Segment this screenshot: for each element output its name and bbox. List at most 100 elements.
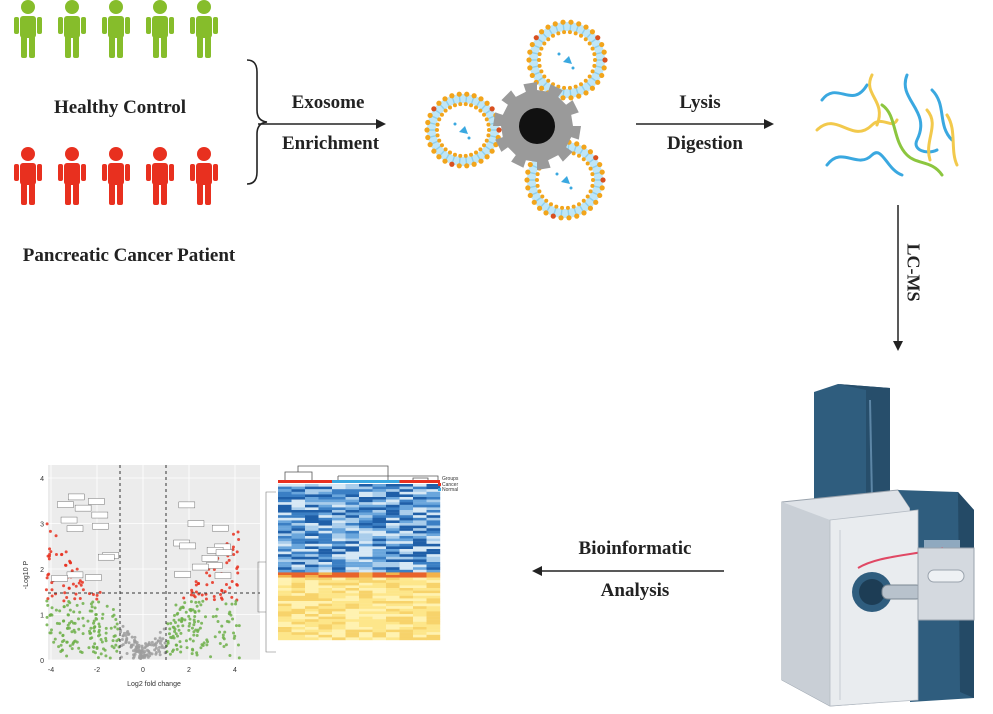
heatmap-cell: [386, 569, 400, 573]
heatmap-cell: [399, 489, 414, 492]
heatmap-cell: [413, 580, 427, 583]
heatmap-cell: [291, 585, 306, 589]
heatmap-cell: [413, 595, 427, 599]
heatmap-cell: [426, 541, 441, 544]
heatmap-cell: [399, 515, 414, 518]
heatmap-cell: [318, 629, 333, 633]
volcano-point: [175, 643, 179, 647]
heatmap-cell: [305, 512, 319, 516]
volcano-point: [216, 619, 220, 623]
volcano-point: [222, 644, 226, 648]
heatmap-cell: [413, 606, 427, 609]
heatmap-cell: [305, 489, 319, 492]
heatmap-cell: [413, 517, 427, 521]
volcano-label-box: [179, 542, 196, 550]
volcano-point: [105, 604, 109, 608]
heatmap-cell: [399, 572, 414, 576]
heatmap-cell: [345, 624, 360, 628]
heatmap-cell: [359, 606, 373, 609]
heatmap-cell: [278, 621, 292, 625]
heatmap-cell: [332, 575, 346, 578]
volcano-point: [192, 623, 196, 627]
heatmap-cell: [318, 504, 333, 508]
heatmap-cell: [372, 632, 387, 635]
volcano-point: [89, 626, 93, 630]
volcano-point: [158, 636, 162, 640]
heatmap-cell: [345, 627, 360, 630]
heatmap-cell: [386, 616, 400, 620]
volcano-point: [58, 631, 62, 635]
heatmap-cell: [305, 523, 319, 526]
volcano-point: [212, 598, 216, 602]
volcano-point: [237, 537, 241, 541]
heatmap-group-bar: [372, 480, 386, 483]
heatmap-cell: [318, 627, 333, 630]
heatmap-cell: [386, 499, 400, 503]
volcano-point: [188, 637, 192, 641]
volcano-point: [122, 631, 126, 635]
heatmap-cell: [372, 486, 387, 490]
heatmap-cell: [305, 528, 319, 531]
heatmap-cell: [372, 530, 387, 534]
heatmap-cell: [318, 484, 333, 487]
volcano-point: [154, 643, 158, 647]
heatmap-cell: [413, 515, 427, 518]
heatmap-cell: [318, 507, 333, 511]
heatmap-cell: [305, 507, 319, 511]
volcano-point: [194, 580, 198, 584]
heatmap-cell: [305, 603, 319, 607]
volcano-point: [134, 648, 138, 652]
heatmap-cell: [318, 614, 333, 617]
heatmap-cell: [278, 627, 292, 630]
volcano-xtick: 4: [233, 667, 237, 674]
heatmap-cell: [426, 627, 441, 630]
heatmap-cell: [426, 536, 441, 539]
volcano-label-box: [51, 575, 68, 582]
heatmap-group-bar: [332, 480, 346, 483]
volcano-point: [205, 643, 209, 647]
volcano-label-box: [174, 571, 191, 578]
heatmap-cell: [305, 577, 319, 581]
heatmap-cell: [318, 549, 333, 552]
heatmap-cell: [332, 614, 346, 617]
heatmap-cell: [359, 523, 373, 526]
heatmap-cell: [386, 619, 400, 622]
heatmap-cell: [359, 629, 373, 633]
heatmap-cell: [372, 606, 387, 609]
heatmap-cell: [345, 499, 360, 503]
volcano-point: [201, 643, 205, 647]
volcano-point: [231, 548, 235, 552]
volcano-point: [150, 640, 154, 644]
volcano-ytick: 4: [40, 476, 44, 483]
volcano-point: [100, 640, 104, 644]
heatmap-cell: [332, 619, 346, 622]
heatmap-cell: [318, 520, 333, 524]
heatmap-cell: [359, 637, 373, 641]
heatmap-cell: [318, 616, 333, 620]
heatmap-cell: [372, 637, 387, 641]
volcano-point: [80, 580, 84, 584]
heatmap-cell: [372, 619, 387, 622]
volcano-point: [98, 590, 102, 594]
heatmap-cell: [332, 528, 346, 531]
heatmap-cell: [426, 554, 441, 557]
volcano-point: [50, 606, 54, 610]
heatmap-cell: [332, 611, 346, 615]
heatmap-cell: [291, 616, 306, 620]
volcano-point: [95, 617, 99, 621]
heatmap-cell: [305, 634, 319, 638]
heatmap-cell: [359, 595, 373, 599]
heatmap-cell: [318, 491, 333, 495]
volcano-point: [234, 602, 238, 606]
heatmap-cell: [291, 502, 306, 505]
heatmap-cell: [359, 601, 373, 604]
heatmap-cell: [278, 533, 292, 537]
heatmap-cell: [372, 546, 387, 550]
heatmap-cell: [426, 491, 441, 495]
volcano-point: [197, 600, 201, 604]
heatmap-cell: [359, 543, 373, 547]
heatmap-cell: [372, 621, 387, 625]
heatmap-cell: [278, 556, 292, 560]
heatmap-cell: [332, 510, 346, 513]
heatmap-cell: [332, 637, 346, 641]
